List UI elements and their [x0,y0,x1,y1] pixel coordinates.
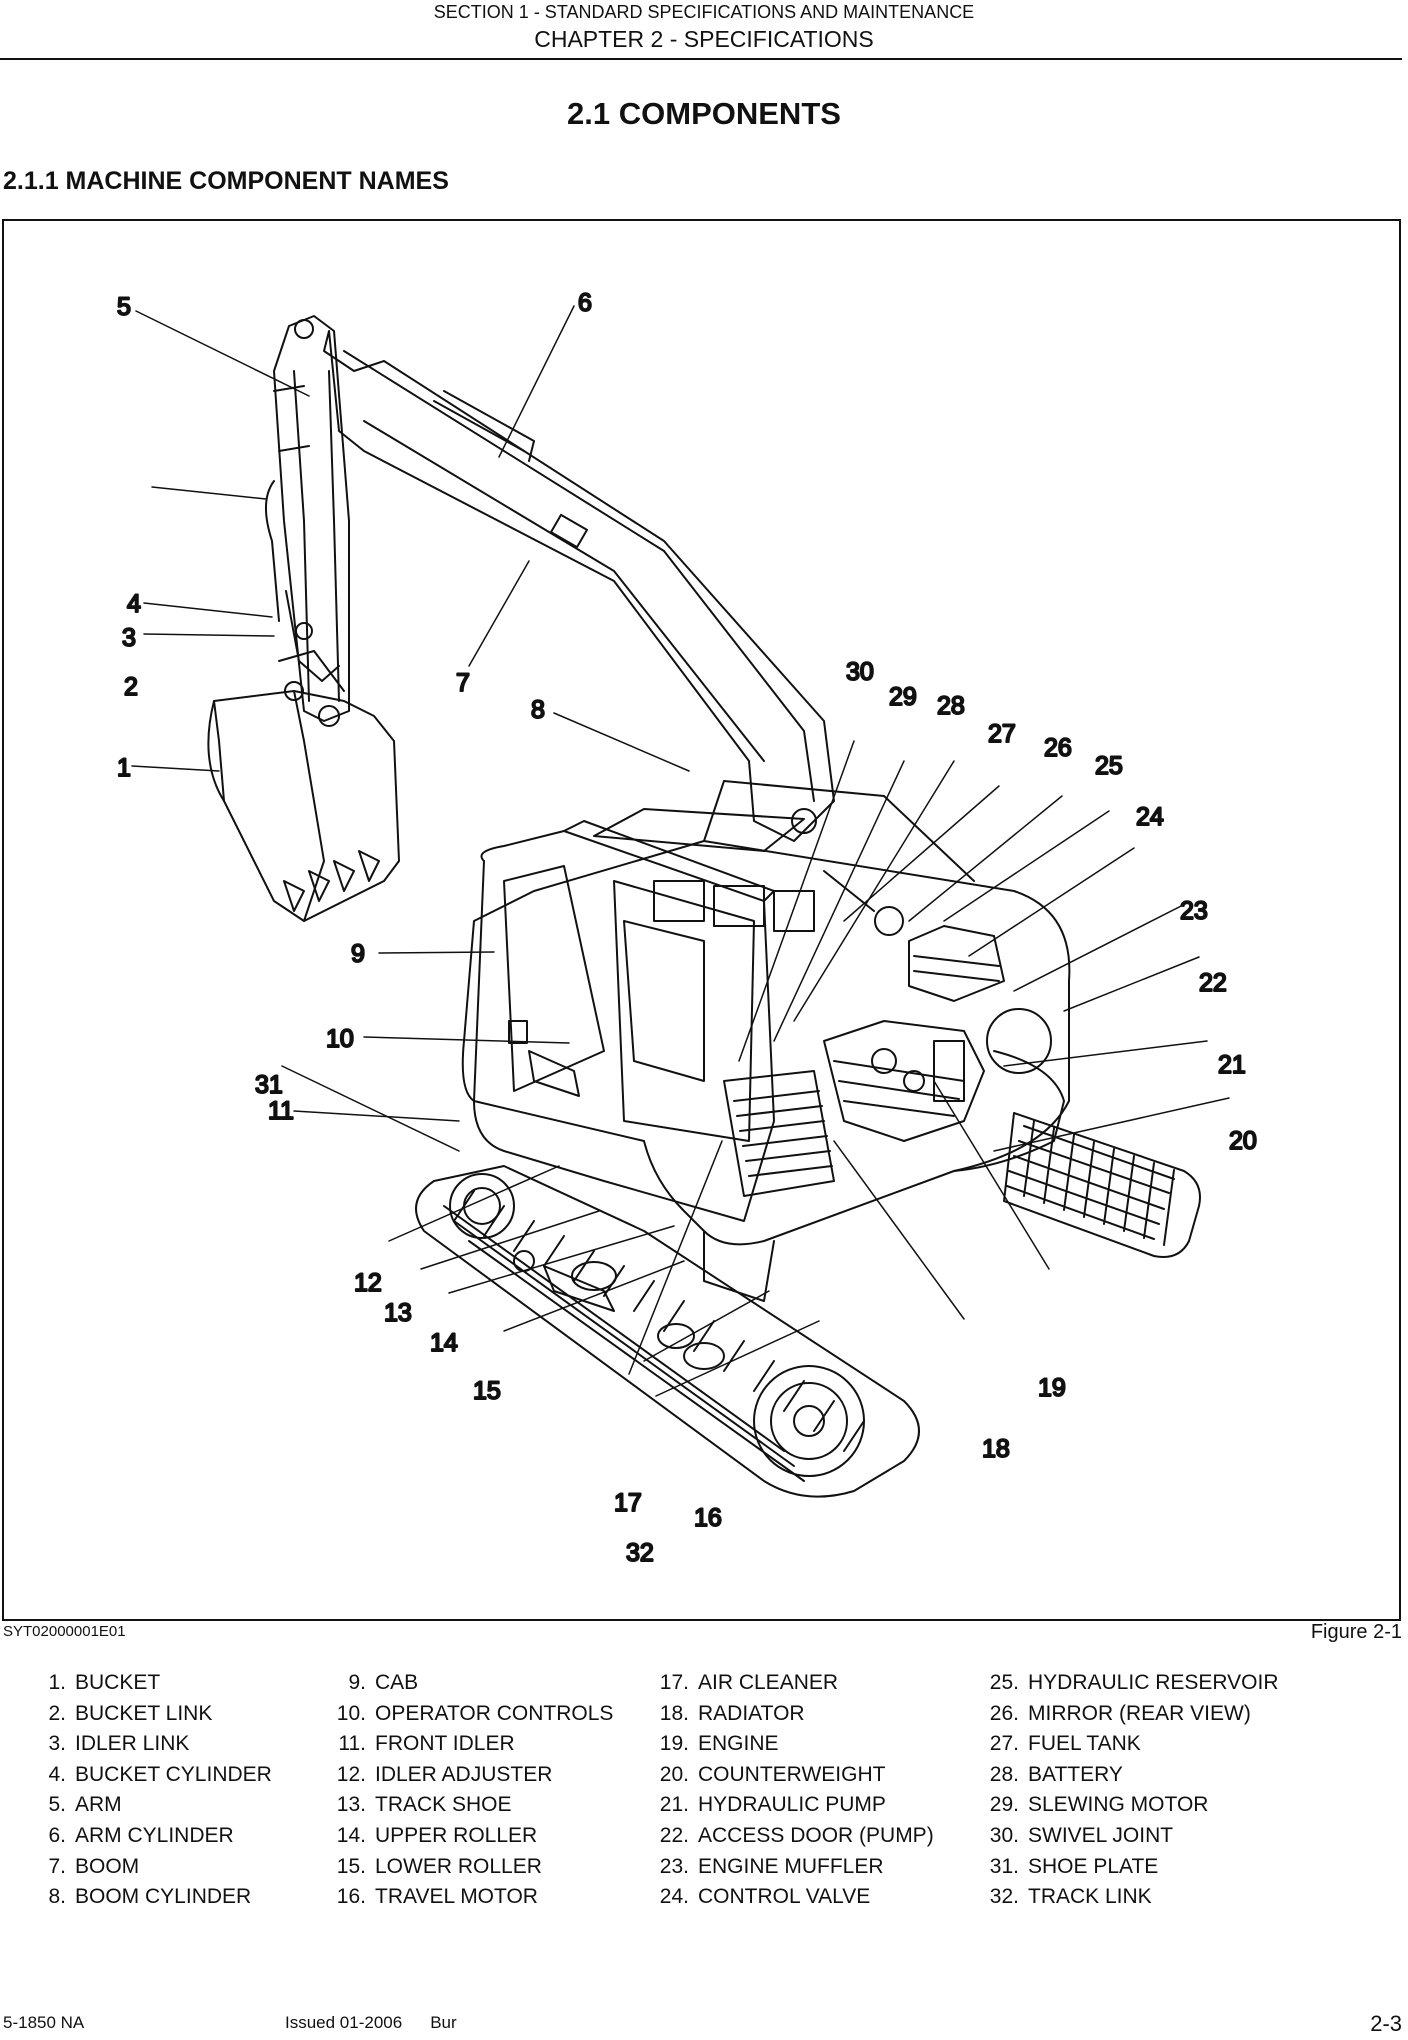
boom-arm [264,315,835,842]
legend-item: 9.CAB [348,1671,419,1694]
callout-9: 9 [351,940,365,968]
footer-location: Bur [430,2013,457,2032]
legend-column-1: 1.BUCKET 2.BUCKET LINK 3.IDLER LINK 4.BU… [36,1668,366,1913]
legend-item: 7.BOOM [48,1854,140,1878]
callout-19: 19 [1038,1374,1066,1402]
component-legend: 1.BUCKET 2.BUCKET LINK 3.IDLER LINK 4.BU… [0,1668,1408,1918]
legend-item: 23.ENGINE MUFFLER [659,1854,884,1878]
legend-item: 5.ARM [48,1793,122,1817]
legend-item: 26.MIRROR (REAR VIEW) [989,1701,1251,1725]
legend-item: 22.ACCESS DOOR (PUMP) [659,1823,934,1847]
callout-11: 11 [268,1097,294,1125]
subsection-title: 2.1.1 MACHINE COMPONENT NAMES [3,167,449,195]
legend-item: 21.HYDRAULIC PUMP [659,1793,886,1817]
upper-structure [461,780,1071,1302]
legend-item: 6.ARM CYLINDER [48,1823,234,1847]
legend-item: 31.SHOE PLATE [989,1854,1159,1878]
callout-4: 4 [127,590,141,618]
header-section: SECTION 1 - STANDARD SPECIFICATIONS AND … [433,2,975,22]
callout-7: 7 [456,669,470,697]
legend-item: 19.ENGINE [659,1732,779,1756]
callout-12: 12 [354,1269,382,1297]
callout-8: 8 [531,696,545,724]
legend-item: 3.IDLER LINK [48,1732,190,1756]
callout-17: 17 [614,1489,642,1517]
legend-item: 17.AIR CLEANER [659,1671,839,1694]
legend-column-4: 25.HYDRAULIC RESERVOIR 26.MIRROR (REAR V… [989,1668,1319,1913]
callout-2: 2 [124,673,138,701]
legend-item: 25.HYDRAULIC RESERVOIR [989,1671,1279,1694]
callout-30: 30 [846,658,874,686]
legend-item: 20.COUNTERWEIGHT [659,1762,886,1786]
callout-10: 10 [326,1025,354,1053]
figure-frame: 1 2 3 4 5 6 7 8 9 10 11 12 13 14 15 16 1… [2,219,1401,1621]
callout-18: 18 [982,1435,1010,1463]
callout-20: 20 [1229,1127,1257,1155]
callout-21: 21 [1218,1051,1246,1079]
callout-14: 14 [430,1329,458,1357]
right-track [1003,1112,1201,1258]
legend-item: 16.TRAVEL MOTOR [336,1885,538,1909]
footer-doc-number: 5-1850 NA [3,2013,85,2032]
legend-item: 27.FUEL TANK [989,1732,1141,1756]
footer-issue: Issued 01-2006 Bur [285,2013,485,2033]
callout-6: 6 [578,289,592,317]
callout-27: 27 [988,720,1016,748]
callout-16: 16 [694,1504,722,1532]
callout-22: 22 [1199,969,1227,997]
legend-item: 14.UPPER ROLLER [336,1823,538,1847]
excavator-illustration: 1 2 3 4 5 6 7 8 9 10 11 12 13 14 15 16 1… [116,288,1258,1568]
cab [473,820,775,1222]
callout-28: 28 [937,692,965,720]
left-track [415,1165,920,1498]
legend-item: 24.CONTROL VALVE [659,1885,871,1909]
legend-item: 29.SLEWING MOTOR [989,1793,1209,1817]
callout-5: 5 [117,293,131,321]
figure-label: Figure 2-1 [1310,1621,1402,1643]
callout-32: 32 [626,1539,654,1567]
legend-item: 13.TRACK SHOE [336,1793,512,1817]
legend-item: 18.RADIATOR [659,1701,805,1725]
legend-item: 2.BUCKET LINK [48,1701,213,1725]
callout-29: 29 [889,683,917,711]
header-chapter: CHAPTER 2 - SPECIFICATIONS [534,26,874,52]
legend-item: 11.FRONT IDLER [338,1732,515,1756]
callout-1: 1 [117,754,131,782]
legend-item: 28.BATTERY [989,1762,1123,1786]
footer-issued-date: Issued 01-2006 [285,2013,403,2032]
callout-13: 13 [384,1299,412,1327]
callout-3: 3 [122,624,136,652]
legend-column-2: 9.CAB 10.OPERATOR CONTROLS 11.FRONT IDLE… [336,1668,666,1913]
page-number: 2-3 [1370,2011,1402,2036]
callout-23: 23 [1180,897,1208,925]
legend-item: 10.OPERATOR CONTROLS [336,1701,614,1725]
callout-26: 26 [1044,734,1072,762]
callout-15: 15 [473,1377,501,1405]
legend-item: 8.BOOM CYLINDER [48,1885,252,1909]
legend-item: 32.TRACK LINK [989,1885,1152,1909]
legend-item: 1.BUCKET [48,1671,161,1694]
legend-item: 30.SWIVEL JOINT [989,1823,1174,1847]
figure-code: SYT02000001E01 [3,1623,126,1640]
section-title: 2.1 COMPONENTS [567,96,841,131]
legend-item: 4.BUCKET CYLINDER [48,1762,272,1786]
callout-24: 24 [1136,803,1164,831]
legend-item: 15.LOWER ROLLER [336,1854,542,1878]
legend-column-3: 17.AIR CLEANER 18.RADIATOR 19.ENGINE 20.… [659,1668,989,1913]
callout-25: 25 [1095,752,1123,780]
bucket [207,650,400,922]
leader-lines [131,305,1230,1397]
header-rule [0,58,1402,60]
callout-31: 31 [255,1071,283,1099]
legend-item: 12.IDLER ADJUSTER [336,1762,553,1786]
